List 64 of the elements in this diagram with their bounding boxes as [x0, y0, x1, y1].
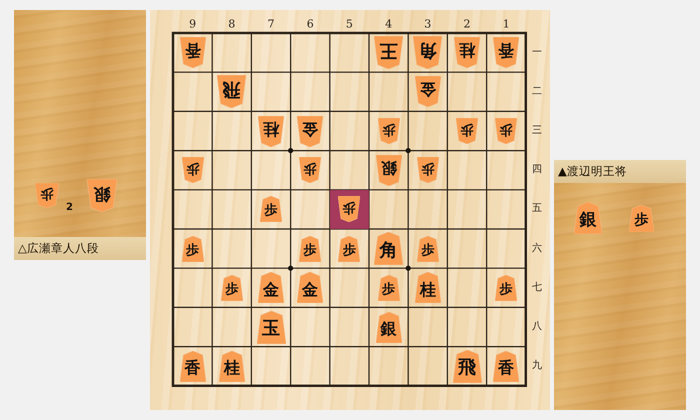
rank-number: 二 [532, 86, 542, 97]
rank-number: 五 [532, 204, 542, 214]
piece-stand [14, 10, 146, 260]
file-number: 5 [346, 18, 353, 30]
shogi-piece: 歩 [378, 118, 400, 144]
rank-number: 八 [532, 322, 542, 332]
rank-number: 四 [532, 165, 542, 176]
shogi-piece: 歩 [378, 274, 400, 301]
shogi-piece: 歩 [182, 236, 204, 262]
rank-number: 七 [532, 282, 542, 293]
shogi-piece: 香 [493, 350, 520, 382]
shogi-piece: 歩 [35, 183, 59, 208]
shogi-piece: 歩 [220, 274, 243, 301]
shogi-piece: 桂 [414, 272, 441, 304]
shogi-piece: 香 [180, 37, 206, 68]
shogi-piece: 金 [258, 272, 284, 304]
file-number: 4 [385, 18, 392, 30]
shogi-piece: 歩 [260, 196, 282, 222]
file-number: 3 [424, 18, 432, 30]
rank-number: 六 [532, 244, 542, 254]
shogi-piece: 歩 [495, 118, 518, 144]
file-number: 8 [228, 18, 236, 30]
rank-number: 九 [532, 361, 542, 372]
file-number: 6 [306, 18, 314, 30]
shogi-piece: 歩 [495, 274, 518, 301]
shogi-piece: 香 [180, 350, 206, 382]
shogi-piece: 歩 [416, 236, 439, 262]
shogi-piece: 歩 [338, 196, 360, 222]
file-number: 2 [464, 18, 470, 30]
shogi-piece: 桂 [454, 37, 480, 68]
shogi-piece: 歩 [299, 157, 322, 184]
rank-number: 一 [532, 48, 542, 58]
shogi-piece: 金 [414, 76, 441, 108]
shogi-piece: 歩 [629, 205, 654, 232]
shogi-piece: 歩 [338, 236, 360, 262]
shogi-piece: 角 [374, 232, 404, 266]
shogi-piece: 玉 [256, 310, 286, 344]
shogi-piece: 桂 [258, 116, 284, 146]
file-number: 1 [502, 18, 510, 30]
shogi-piece: 金 [297, 272, 324, 304]
shogi-piece: 歩 [456, 118, 478, 144]
shogi-piece: 飛 [452, 350, 482, 383]
shogi-piece: 桂 [218, 350, 245, 382]
highlighted-square [330, 190, 369, 229]
shogi-piece: 王 [374, 36, 404, 70]
shogi-piece: 飛 [217, 75, 246, 108]
piece-count: 2 [66, 203, 73, 213]
shogi-piece: 銀 [574, 202, 602, 234]
file-number: 7 [268, 18, 274, 30]
shogi-piece: 歩 [299, 236, 322, 262]
shogi-piece: 歩 [182, 157, 204, 184]
player-name: ▲渡辺明王将 [554, 160, 686, 183]
file-number: 9 [189, 18, 196, 30]
player-name: △広瀬章人八段 [14, 237, 146, 260]
shogi-piece: 角 [413, 36, 442, 70]
shogi-piece: 銀 [376, 312, 402, 342]
piece-stand [554, 160, 686, 410]
shogi-piece: 香 [493, 37, 520, 68]
rank-number: 三 [532, 126, 542, 136]
shogi-piece: 金 [297, 116, 324, 146]
shogi-piece: 銀 [87, 179, 117, 212]
shogi-piece: 歩 [416, 157, 439, 184]
shogi-piece: 銀 [376, 154, 402, 186]
shogi-board [150, 10, 550, 410]
